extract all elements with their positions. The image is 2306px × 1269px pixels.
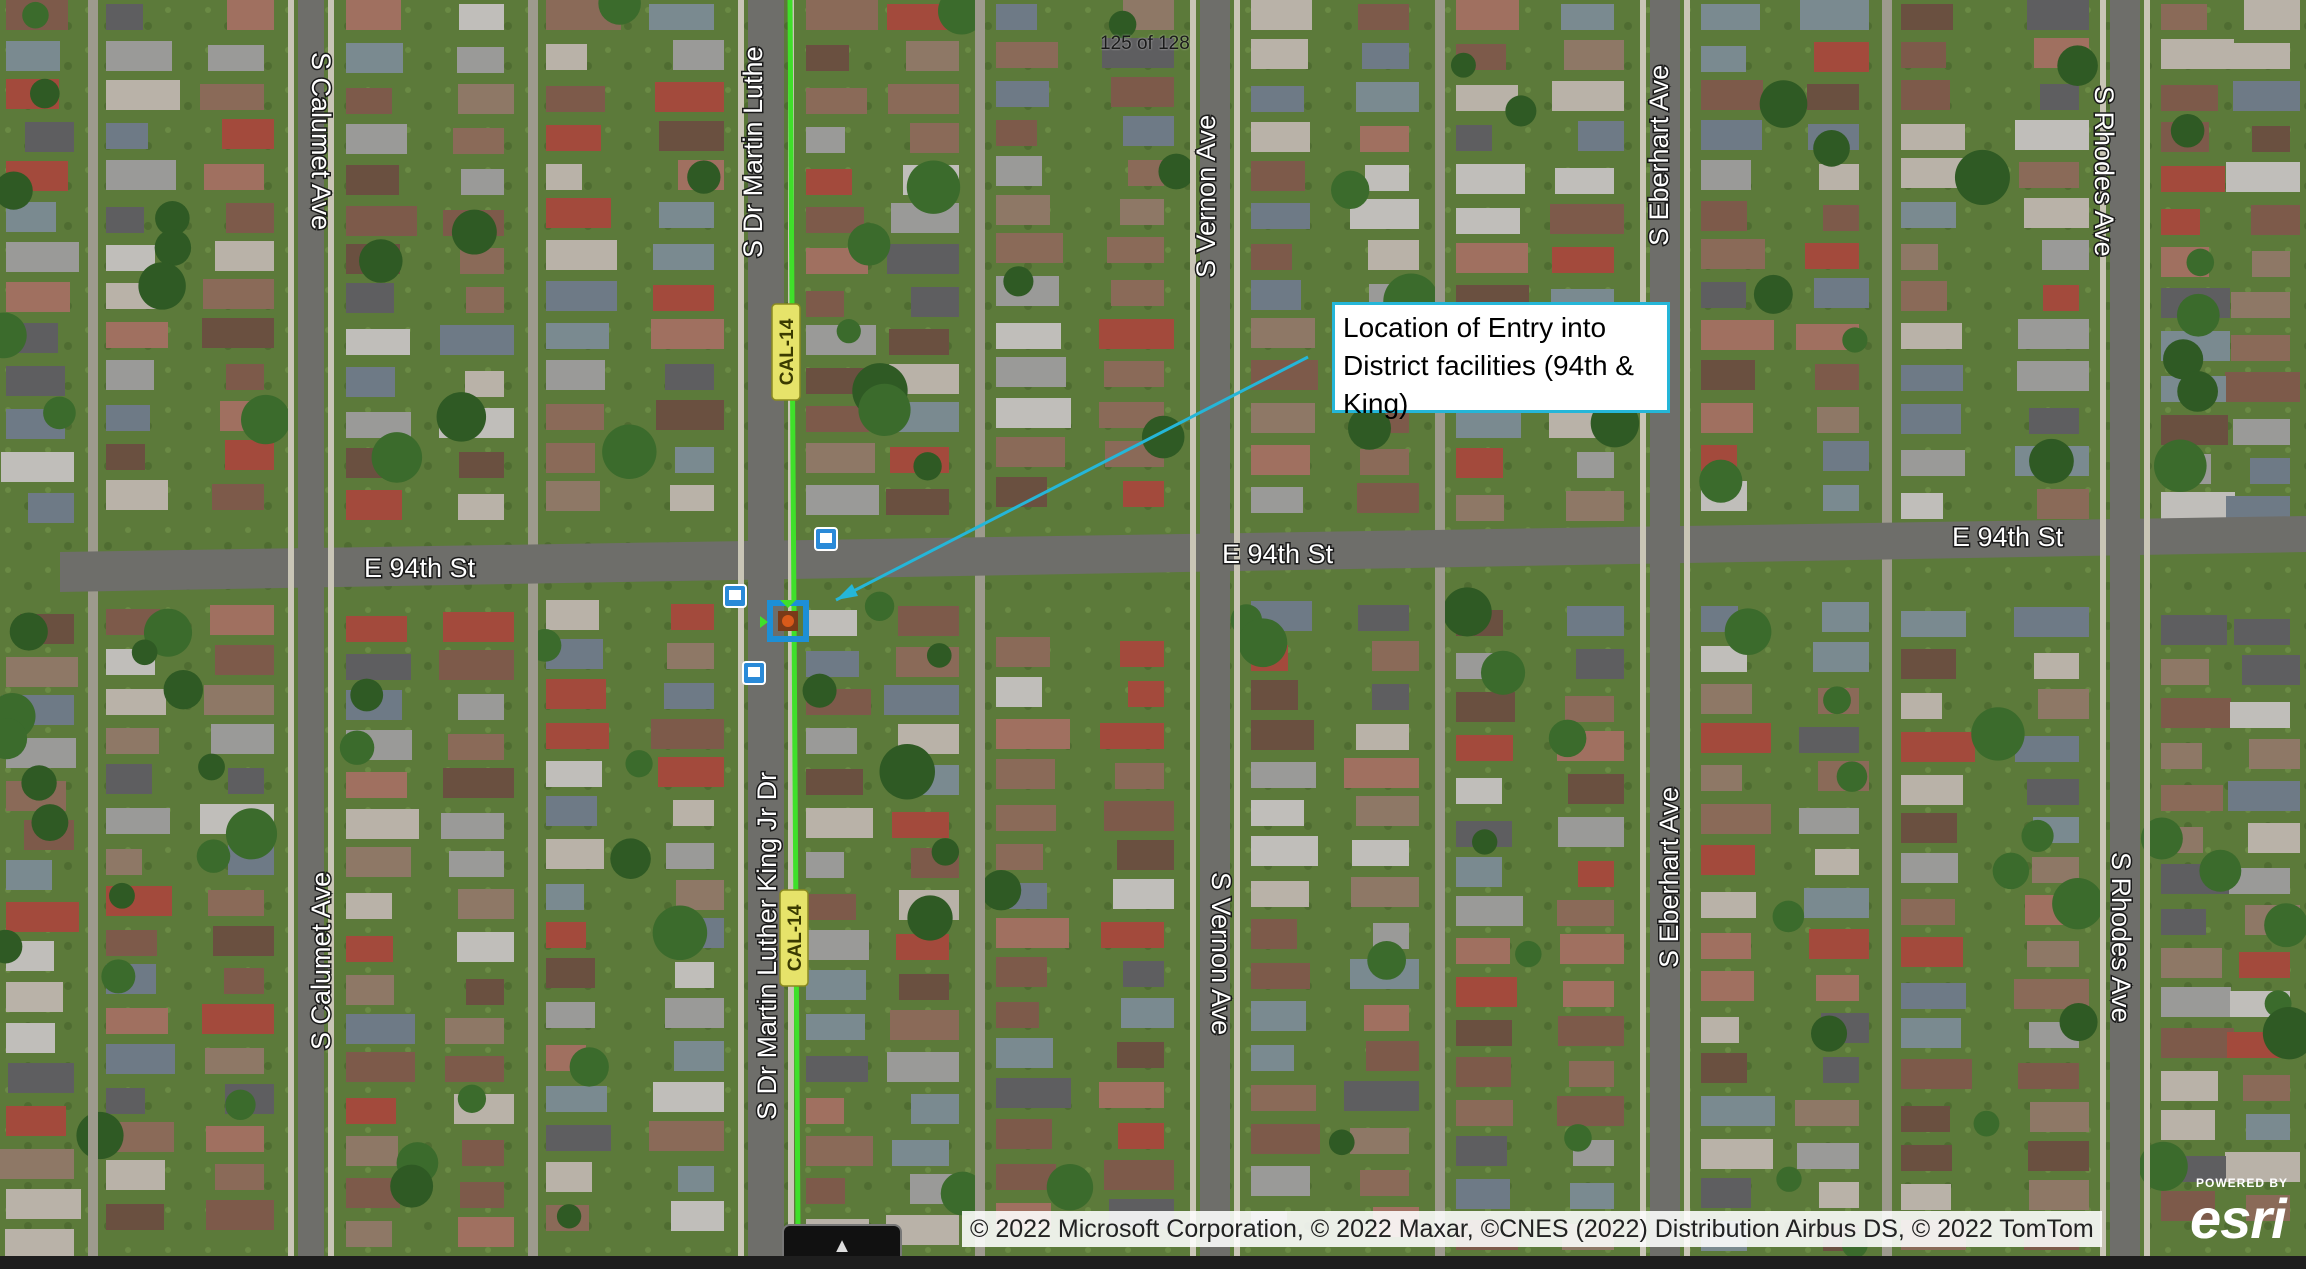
map-attribution: © 2022 Microsoft Corporation, © 2022 Max…: [962, 1211, 2102, 1247]
bottom-bar: [0, 1256, 2306, 1269]
leader-arrowhead: [836, 584, 858, 600]
street-label-calumet-north: S Calumet Ave: [306, 52, 336, 230]
callout-box: Location of Entry into District faciliti…: [1332, 302, 1670, 419]
street-label-e94-east: E 94th St: [1952, 522, 2064, 552]
sidewalks: [288, 0, 2150, 1269]
street-label-e94-west: E 94th St: [364, 553, 476, 583]
bus-stop-icon[interactable]: [814, 527, 838, 551]
esri-powered-by: POWERED BY: [2196, 1176, 2289, 1190]
svg-text:CAL-14: CAL-14: [777, 318, 798, 385]
route-label-cal14-south: CAL-14: [779, 889, 809, 987]
street-label-calumet-south: S Calumet Ave: [306, 872, 336, 1050]
page-counter: 125 of 128: [1100, 33, 1190, 54]
entry-point-marker-icon[interactable]: [760, 600, 809, 642]
esri-logo[interactable]: esri: [2190, 1187, 2287, 1250]
alleys: [88, 0, 1892, 1269]
street-label-mlk-south: S Dr Martin Luther King Jr Dr: [752, 772, 782, 1120]
street-label-rhodes-north: S Rhodes Ave: [2089, 86, 2119, 257]
street-label-rhodes-south: S Rhodes Ave: [2106, 852, 2136, 1023]
route-label-cal14-north: CAL-14: [771, 303, 801, 401]
street-label-eberhart-north: S Eberhart Ave: [1644, 65, 1674, 246]
street-label-e94-mid: E 94th St: [1222, 539, 1334, 569]
street-label-eberhart-south: S Eberhart Ave: [1654, 787, 1684, 968]
bus-stop-icon[interactable]: [742, 661, 766, 685]
street-label-mlk-north: S Dr Martin Luthe: [738, 46, 768, 258]
chevron-up-icon: ▲: [832, 1235, 852, 1257]
bus-stop-icon[interactable]: [723, 584, 747, 608]
street-label-vernon-north: S Vernon Ave: [1191, 115, 1221, 278]
svg-text:CAL-14: CAL-14: [785, 904, 806, 971]
callout-leader-line: [835, 355, 1309, 602]
streets: [60, 0, 2306, 1269]
street-label-vernon-south: S Vernon Ave: [1206, 872, 1236, 1035]
